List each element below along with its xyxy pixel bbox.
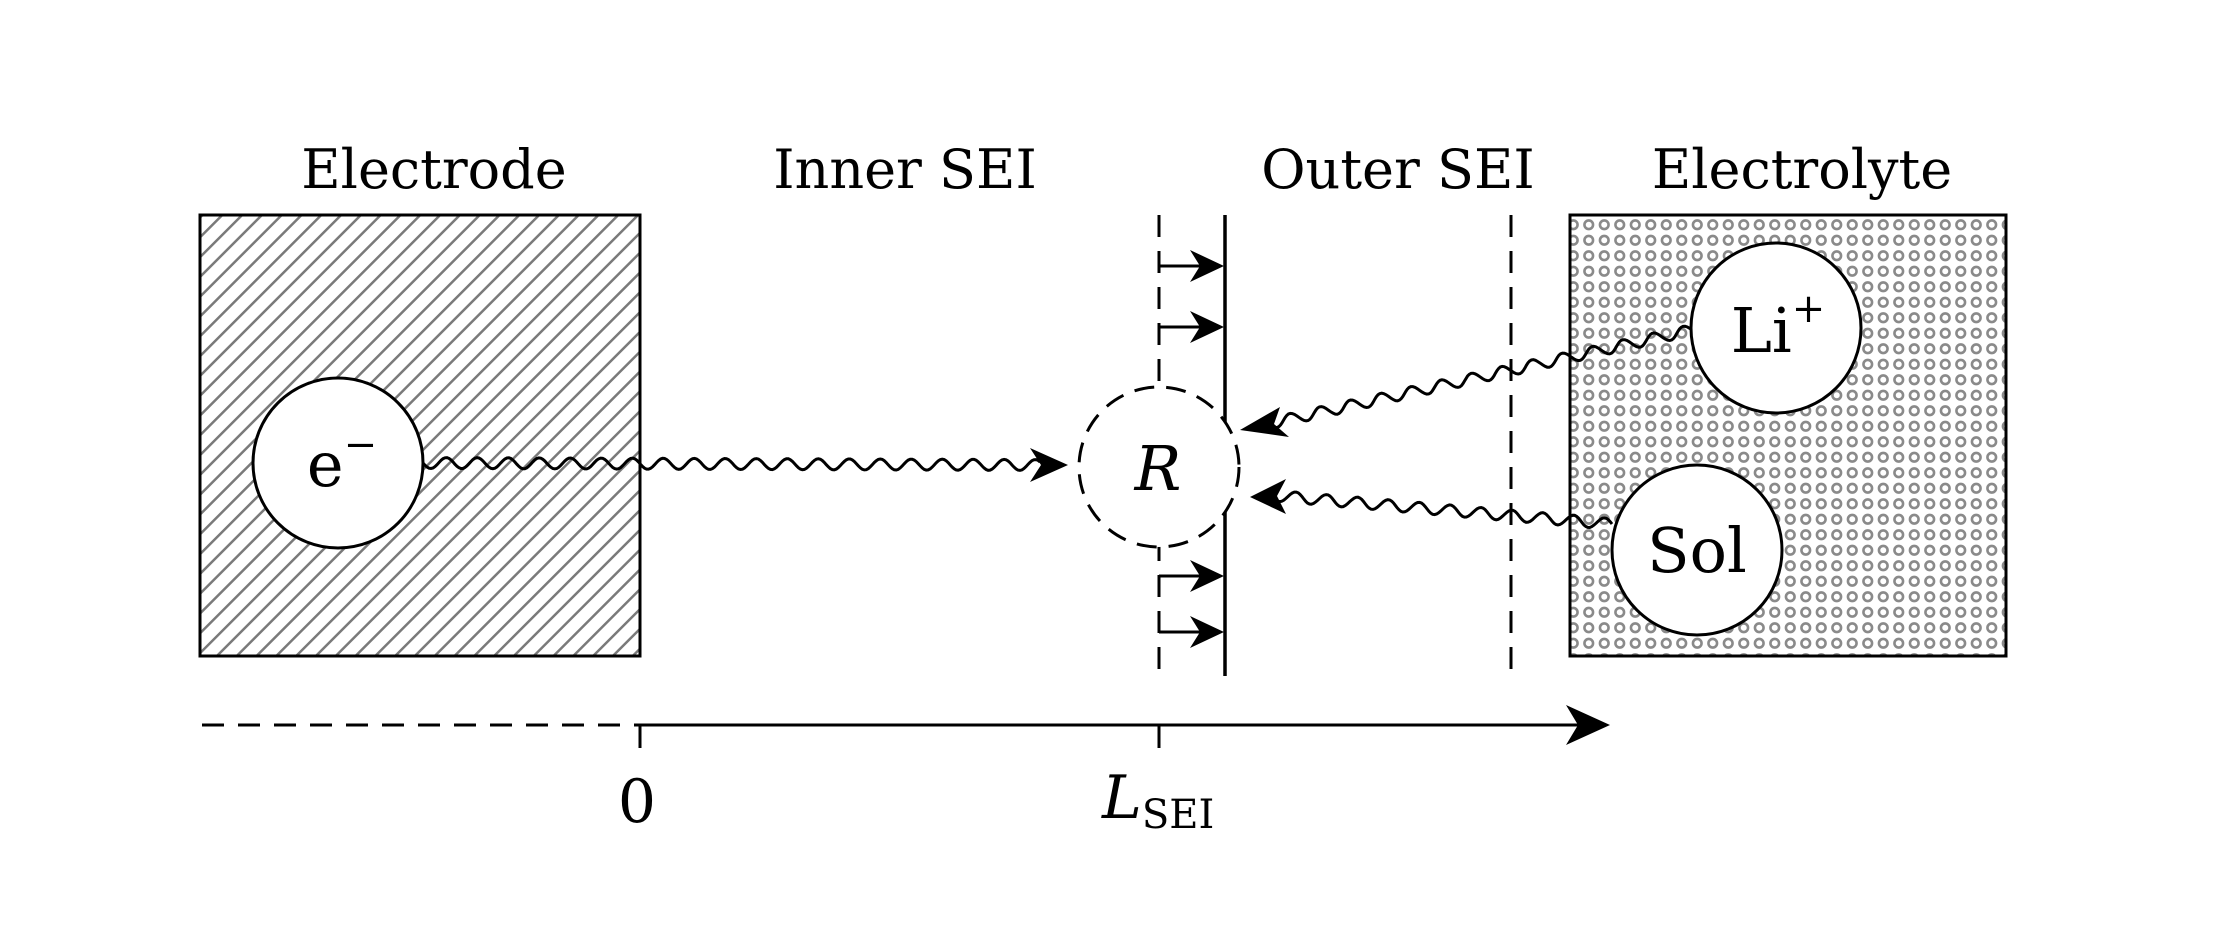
lithium-ion-circle bbox=[1689, 241, 1863, 415]
growth-arrow bbox=[1159, 311, 1224, 343]
solvent-transport-path bbox=[1277, 490, 1614, 530]
solvent-arrowhead bbox=[1250, 479, 1286, 514]
electron-arrowhead bbox=[1030, 448, 1068, 482]
electron-symbol: e− bbox=[307, 422, 377, 501]
growth-arrow bbox=[1159, 250, 1224, 282]
inner-sei-label: Inner SEI bbox=[773, 138, 1037, 201]
solvent-symbol: Sol bbox=[1647, 514, 1747, 587]
lithium-transport-path bbox=[1272, 324, 1693, 429]
growth-arrow bbox=[1159, 560, 1224, 592]
axis-arrowhead bbox=[1566, 705, 1610, 745]
electron-transport-path bbox=[421, 456, 1041, 472]
axis-origin-label: 0 bbox=[618, 767, 656, 837]
solvent-circle bbox=[1610, 463, 1784, 637]
lithium-arrowhead bbox=[1240, 407, 1289, 437]
reaction-site-circle bbox=[1077, 385, 1241, 549]
sei-thickness-label: LSEI bbox=[1101, 763, 1214, 838]
electrolyte-label: Electrolyte bbox=[1652, 138, 1952, 201]
outer-sei-label: Outer SEI bbox=[1261, 138, 1534, 201]
lithium-ion-symbol: Li+ bbox=[1731, 286, 1826, 367]
reaction-symbol: R bbox=[1134, 432, 1182, 505]
electron-circle bbox=[251, 376, 425, 550]
electrode-label: Electrode bbox=[301, 138, 566, 201]
growth-arrow bbox=[1159, 616, 1224, 648]
